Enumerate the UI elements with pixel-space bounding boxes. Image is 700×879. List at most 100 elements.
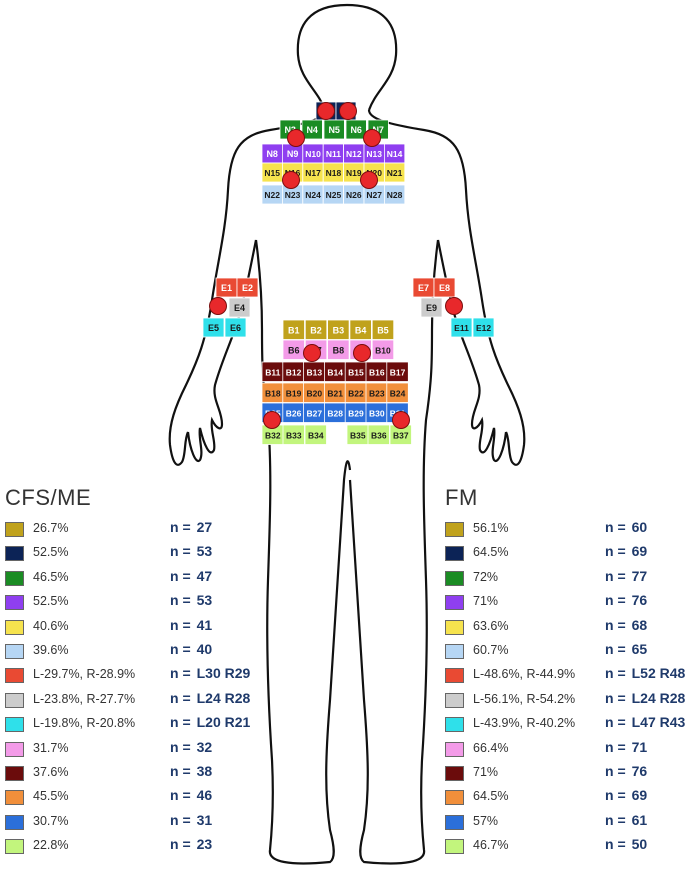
legend-n-value: 71 — [631, 738, 648, 755]
legend-percent: 66.4% — [473, 740, 509, 755]
tender-point-marker — [445, 297, 463, 315]
region-label: N4 — [306, 125, 318, 135]
tender-point-marker — [287, 129, 305, 147]
region-label: N15 — [264, 168, 280, 178]
legend-n-label: n = — [170, 665, 191, 682]
region-label: B37 — [393, 430, 409, 440]
elbow-box-e12 — [472, 317, 495, 338]
legend-percent: 39.6% — [33, 642, 69, 657]
legend-row: 46.7%n =50 — [445, 836, 700, 860]
legend-n-label: n = — [170, 689, 191, 706]
legend-row: 57%n =61 — [445, 812, 700, 836]
back-box-b2 — [304, 319, 328, 340]
tender-point-marker — [263, 411, 281, 429]
legend-swatch — [5, 717, 24, 733]
region-label: B35 — [350, 430, 366, 440]
legend-n-label: n = — [605, 714, 626, 731]
legend-count: n =61 — [605, 812, 647, 828]
legend-swatch — [445, 522, 464, 537]
legend-swatch — [5, 790, 24, 806]
region-label: N21 — [387, 168, 403, 178]
tender-point-marker — [363, 129, 381, 147]
tender-point-marker — [353, 344, 371, 362]
legend-row: L-19.8%, R-20.8%n =L20 R21 — [5, 714, 265, 738]
body-outline-path — [296, 3, 398, 111]
legend-n-label: n = — [170, 640, 191, 657]
region-label: E11 — [454, 323, 469, 333]
back-box-b34 — [304, 424, 327, 445]
region-label: N5 — [328, 125, 340, 135]
legend-n-value: 32 — [196, 738, 213, 755]
legend-count: n =53 — [170, 543, 212, 559]
legend-swatch — [445, 692, 464, 708]
legend-row: L-29.7%, R-28.9%n =L30 R29 — [5, 665, 265, 689]
legend-percent: 63.6% — [473, 618, 509, 633]
body-outline-path — [186, 239, 258, 463]
region-label: B21 — [327, 388, 343, 398]
region-label: N3 — [284, 125, 296, 135]
legend-percent: L-43.9%, R-40.2% — [473, 716, 576, 731]
legend-swatch — [5, 570, 24, 586]
legend-count: n =53 — [170, 592, 212, 608]
legend-swatch — [5, 692, 24, 708]
legend-n-label: n = — [170, 762, 191, 779]
region-label: E6 — [230, 323, 241, 333]
legend-row: 52.5%n =53 — [5, 592, 265, 616]
elbow-box-e4 — [228, 297, 251, 318]
legend-row: 40.6%n =41 — [5, 617, 265, 641]
region-label: B15 — [348, 367, 364, 377]
legend-row: 56.1%n =60 — [445, 519, 700, 543]
legend-percent: L-29.7%, R-28.9% — [33, 667, 136, 682]
legend-n-label: n = — [605, 738, 626, 755]
region-label: E8 — [439, 283, 450, 293]
legend-percent: 56.1% — [473, 521, 509, 535]
back-box-b33 — [282, 424, 305, 445]
region-label: B19 — [286, 388, 302, 398]
legend-n-label: n = — [170, 543, 191, 560]
region-label: E2 — [242, 283, 253, 293]
legend-percent: 31.7% — [33, 740, 69, 755]
legend-percent: L-19.8%, R-20.8% — [33, 716, 136, 731]
region-label: B12 — [286, 367, 302, 377]
elbow-box-e9 — [420, 297, 443, 318]
legend-percent: 46.5% — [33, 569, 69, 584]
legend-percent: 60.7% — [473, 642, 509, 657]
elbow-box-e8 — [433, 277, 456, 298]
body-outline-path — [436, 239, 508, 463]
legend-percent: 45.5% — [33, 789, 69, 804]
legend-n-value: 50 — [631, 836, 648, 853]
region-label: E7 — [418, 283, 429, 293]
region-label: B24 — [390, 388, 406, 398]
legend-count: n = 71 — [605, 739, 647, 755]
region-label: N28 — [387, 190, 403, 200]
legend-n-label: n = — [605, 640, 626, 657]
legend-swatch — [445, 546, 464, 562]
legend-count: n =31 — [170, 812, 212, 828]
region-label: E5 — [208, 323, 219, 333]
legend-n-value: L52 R48 — [631, 665, 686, 682]
legend-swatch — [445, 790, 464, 806]
legend-n-value: 23 — [196, 836, 213, 853]
legend-n-value: 41 — [196, 616, 213, 633]
legend-n-value: 69 — [631, 787, 648, 804]
neck-box-n5 — [323, 119, 345, 140]
region-label: N6 — [350, 125, 362, 135]
region-label: B8 — [333, 345, 345, 355]
tender-point-marker — [317, 102, 335, 120]
region-label: N25 — [326, 190, 342, 200]
legend-count: n =27 — [170, 519, 212, 535]
legend-row: 64.5%n =69 — [445, 543, 700, 567]
legend-n-value: 65 — [631, 640, 648, 657]
region-label: B10 — [375, 345, 391, 355]
tender-point-marker — [392, 411, 410, 429]
legend-percent: 46.7% — [473, 838, 509, 853]
tender-point-marker — [339, 102, 357, 120]
legend-row: 45.5% n =46 — [5, 787, 265, 811]
region-label: N13 — [366, 149, 382, 159]
legend-swatch — [5, 814, 24, 830]
legend-count: n =46 — [170, 787, 212, 803]
region-label: B13 — [307, 367, 323, 377]
legend-n-value: L47 R43 — [631, 714, 686, 731]
legend-n-value: L20 R21 — [196, 714, 251, 731]
elbow-box-e11 — [450, 317, 473, 338]
